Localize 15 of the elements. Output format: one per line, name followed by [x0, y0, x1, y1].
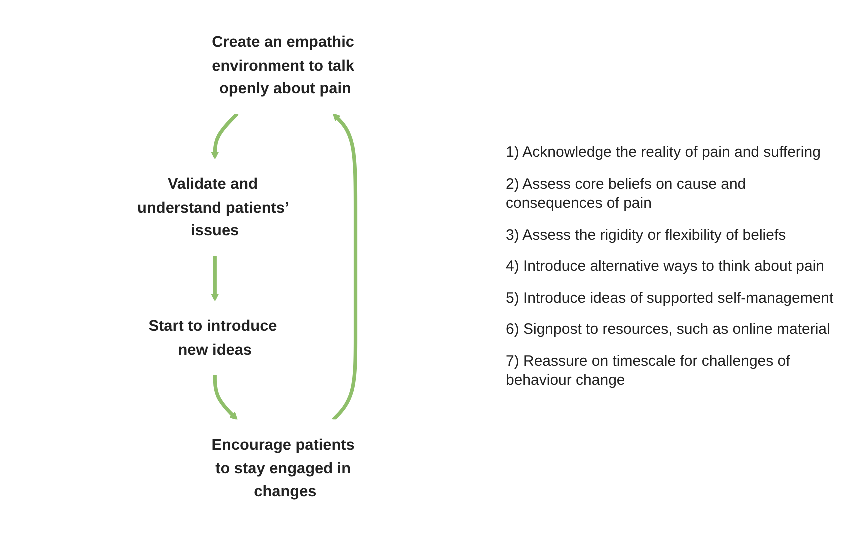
step-text: 4) Introduce alternative ways to think about pain [506, 257, 826, 277]
step-text: 2) Assess core beliefs on cause and consequences of pain [506, 174, 748, 214]
step-text: 6) Signpost to resources, such as online material [506, 320, 832, 340]
step-text: 5) Introduce ideas of supported self-management [506, 288, 835, 308]
node-text: Start to introduce new ideas [148, 318, 277, 358]
step-text: 1) Acknowledge the reality of pain and suffering [506, 143, 822, 163]
arrow [210, 256, 219, 302]
arrow [213, 374, 238, 420]
node-text: Validate and understand patients’ issues [137, 176, 288, 240]
arrow [210, 112, 239, 160]
step-text: 3) Assess the rigidity or flexibility of beliefs [506, 226, 788, 246]
node-text: Create an empathic environment to talk openly about pain [212, 34, 354, 98]
step-text: 7) Reassure on timescale for challenges of behaviour change [506, 352, 792, 391]
arrow [332, 114, 358, 422]
node-text: Encourage patients to stay engaged in changes [211, 436, 355, 500]
